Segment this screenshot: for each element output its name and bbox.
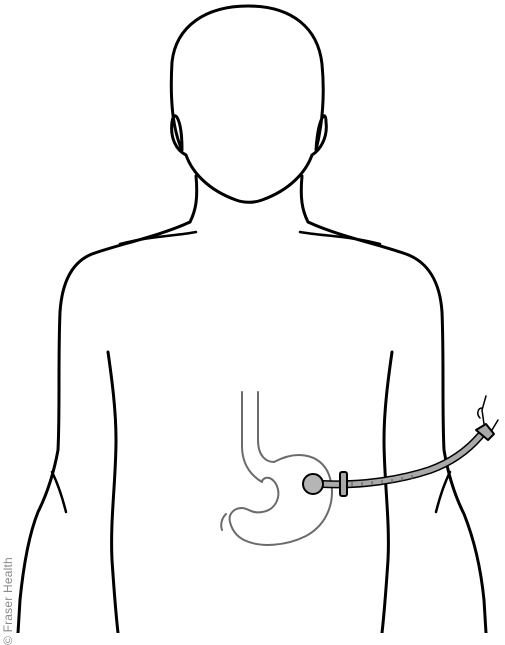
inner-arm-left [108,352,118,633]
duodenum [221,514,226,530]
esophagus [242,392,274,482]
neck-right [301,176,308,222]
neck-left [190,176,197,222]
elbow-right [436,472,450,512]
inner-arm-right [382,352,392,633]
internal-balloon [303,474,323,494]
torso-outline [18,222,486,633]
elbow-left [52,472,66,512]
stomach-outline [230,455,332,545]
copyright-label: © Fraser Health [1,505,15,645]
head-outline [171,6,326,202]
external-bolster [340,472,347,496]
